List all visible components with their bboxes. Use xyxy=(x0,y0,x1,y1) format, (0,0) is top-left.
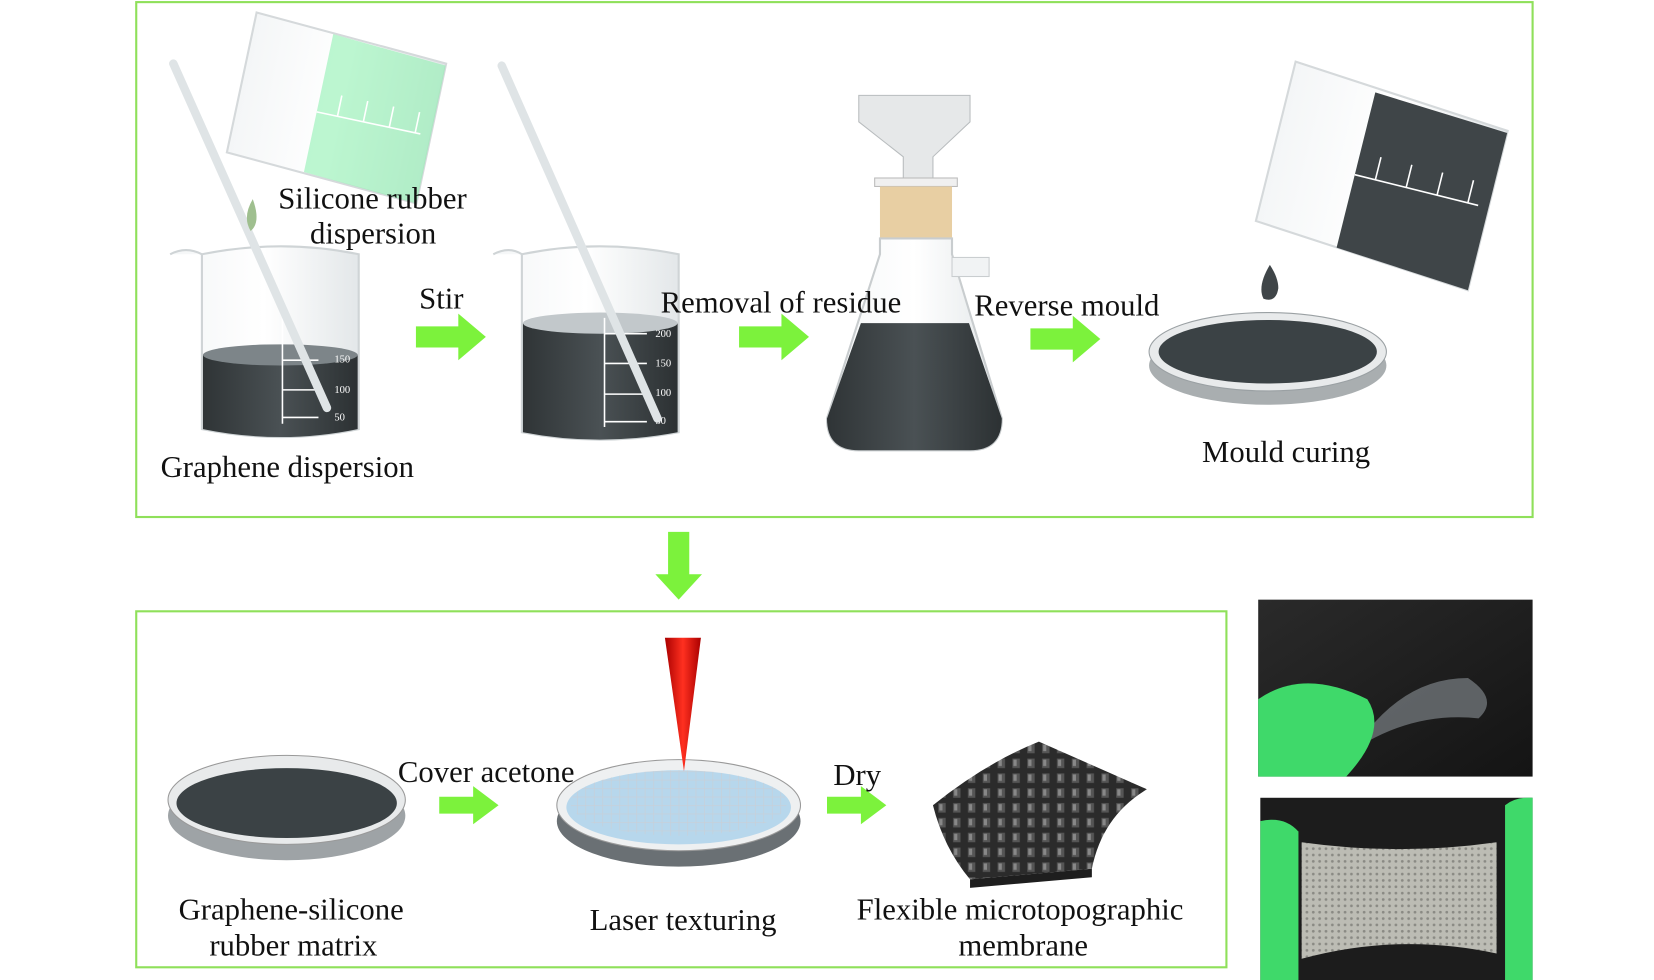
stirring-rod-icon xyxy=(497,61,662,423)
photo-bent-membrane xyxy=(1258,599,1533,777)
laser-beam-icon xyxy=(664,637,701,772)
petri-dish-icon xyxy=(167,754,406,861)
beaker-icon: 200 150 100 50 xyxy=(492,245,680,441)
label-membrane: Flexible microtopographic xyxy=(857,893,1184,927)
label-matrix: Graphene-silicone xyxy=(179,893,404,927)
stirring-rod-icon xyxy=(169,59,332,413)
arrow-icon xyxy=(415,313,1101,825)
label-dry: Dry xyxy=(833,758,881,792)
svg-text:150: 150 xyxy=(655,359,671,370)
svg-text:200: 200 xyxy=(655,329,671,340)
photo-stretched-membrane xyxy=(1260,797,1533,980)
label-silicone-rubber-2: dispersion xyxy=(310,217,436,251)
label-membrane-2: membrane xyxy=(958,929,1088,963)
label-cover-acetone: Cover acetone xyxy=(398,755,575,789)
label-reverse-mould: Reverse mould xyxy=(974,289,1159,323)
top-panel-frame xyxy=(135,1,1534,519)
petri-dish-icon xyxy=(556,759,802,867)
label-silicone-rubber: Silicone rubber xyxy=(278,182,467,216)
label-stir: Stir xyxy=(419,281,463,315)
svg-text:50: 50 xyxy=(334,413,345,424)
label-matrix-2: rubber matrix xyxy=(209,929,377,963)
pouring-beaker-icon xyxy=(225,11,448,205)
petri-dish-icon xyxy=(1148,312,1387,405)
svg-text:150: 150 xyxy=(334,354,350,365)
pouring-beaker-icon xyxy=(1254,60,1509,292)
beaker-icon: 150 100 50 xyxy=(169,245,360,439)
membrane-icon xyxy=(932,741,1147,888)
label-graphene-dispersion: Graphene dispersion xyxy=(161,450,414,484)
label-removal-of-residue: Removal of residue xyxy=(661,286,902,320)
droplet-icon xyxy=(1261,264,1279,300)
bottom-panel-frame xyxy=(135,610,1228,969)
filter-flask-icon xyxy=(825,94,1003,452)
label-mould-curing: Mould curing xyxy=(1202,435,1370,469)
svg-text:100: 100 xyxy=(655,388,671,399)
droplet-icon xyxy=(246,199,257,231)
label-laser-texturing: Laser texturing xyxy=(590,903,777,937)
svg-text:100: 100 xyxy=(334,385,350,396)
